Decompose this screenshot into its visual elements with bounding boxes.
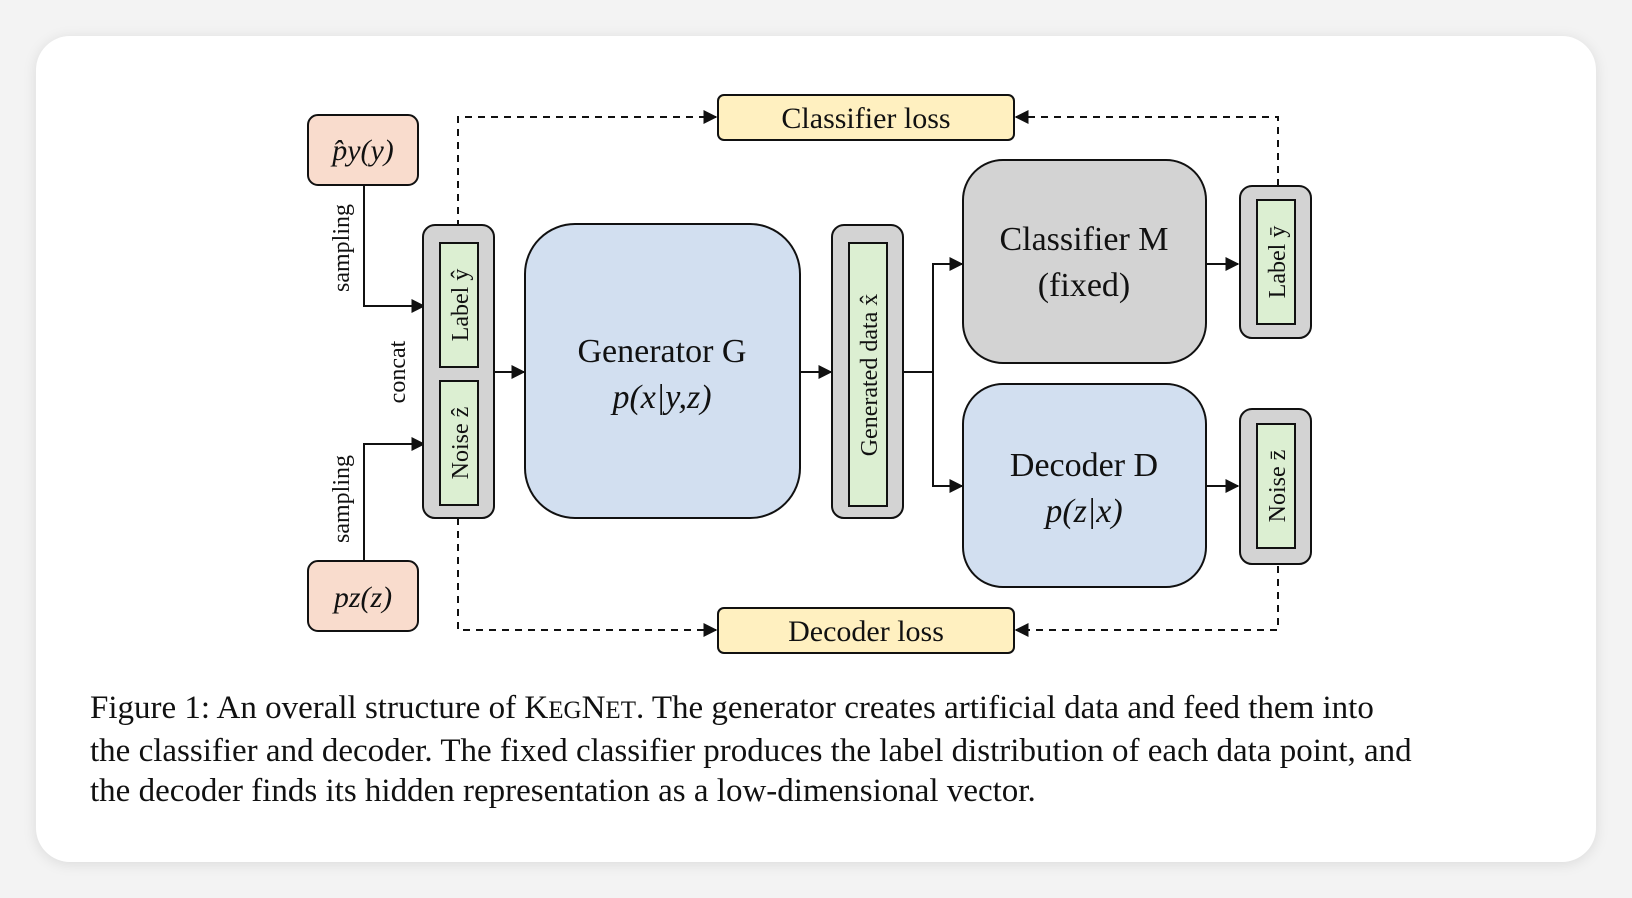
classifier-node: Classifier M (fixed): [962, 159, 1207, 364]
noise-prior-text: pz(z): [332, 581, 392, 614]
label-prior-node: p̂y(y): [307, 114, 419, 186]
decoder-loss-connections: [457, 518, 1279, 637]
classifier-title: Classifier M: [999, 221, 1168, 258]
output-noise-group: Noise z̄: [1239, 408, 1312, 565]
noise-prior-node: pz(z): [307, 560, 419, 632]
method-name: KEGNET: [524, 690, 636, 726]
figure-caption: Figure 1: An overall structure of KEGNET…: [90, 688, 1570, 811]
caption-line-3: the decoder finds its hidden representat…: [90, 773, 1036, 809]
sampling-label-bottom: sampling: [329, 455, 355, 543]
decoder-loss-node: Decoder loss: [717, 607, 1015, 654]
classifier-loss-text: Classifier loss: [781, 102, 950, 135]
figure-card: [36, 36, 1596, 862]
classifier-loss-node: Classifier loss: [717, 94, 1015, 141]
decoder-formula: p(z|x): [1043, 493, 1122, 530]
decoder-title: Decoder D: [1010, 447, 1158, 484]
generator-formula: p(x|y,z): [610, 379, 711, 416]
concat-label: concat: [385, 340, 411, 403]
input-concat-group: Label ŷ Noise ẑ: [422, 224, 495, 519]
caption-line-2: the classifier and decoder. The fixed cl…: [90, 733, 1412, 769]
output-label-group: Label ȳ: [1239, 185, 1312, 339]
label-prior-text: p̂y(y): [330, 134, 394, 167]
caption-line-1: Figure 1: An overall structure of KEGNET…: [90, 690, 1374, 726]
classifier-loss-connections: [457, 110, 1279, 240]
decoder-node: Decoder D p(z|x): [962, 383, 1207, 588]
generator-title: Generator G: [578, 333, 747, 370]
generator-node: Generator G p(x|y,z): [524, 223, 801, 519]
sampling-label-top: sampling: [329, 204, 355, 292]
generated-data-text: Generated data x̂: [857, 294, 883, 457]
noise-z-hat-text: Noise ẑ: [448, 407, 474, 480]
generated-data-group: Generated data x̂: [831, 224, 904, 519]
classifier-subtitle: (fixed): [1038, 267, 1131, 304]
noise-z-bar-text: Noise z̄: [1265, 450, 1291, 523]
decoder-loss-text: Decoder loss: [788, 615, 944, 648]
data-flow-arrows: [363, 184, 1240, 560]
label-y-hat-text: Label ŷ: [448, 269, 474, 342]
architecture-diagram: sampling sampling concat p̂y(y) pz(z) La…: [307, 94, 1312, 654]
label-y-bar-text: Label ȳ: [1265, 226, 1291, 299]
